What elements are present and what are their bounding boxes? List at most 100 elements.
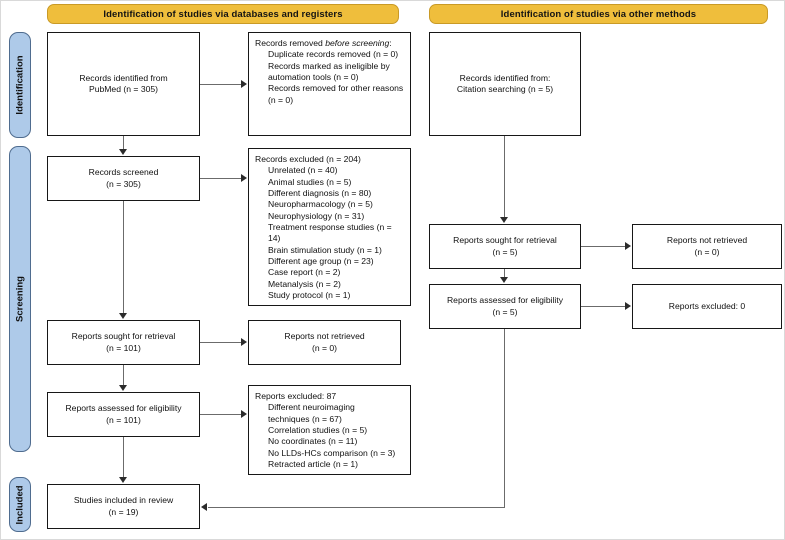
rail-screening: Screening (9, 146, 31, 452)
records-removed-item: Records marked as ineligible by (268, 60, 390, 71)
box-reports-not-retrieved-db: Reports not retrieved (n = 0) (248, 320, 401, 365)
reports-not-retrieved-db-line2: (n = 0) (311, 342, 338, 353)
records-removed-item: (n = 0) (268, 94, 294, 105)
records-excluded-item: Different diagnosis (n = 80) (268, 188, 372, 199)
reports-excluded-db-item: Correlation studies (n = 5) (268, 425, 368, 436)
connector-identified-to-removed (200, 84, 241, 85)
reports-sought-other-line1: Reports sought for retrieval (453, 235, 557, 246)
connector-assessed-to-included (123, 437, 124, 477)
banner-other-methods: Identification of studies via other meth… (429, 4, 768, 24)
connector-sought-to-assessed (123, 365, 124, 385)
reports-sought-db-line1: Reports sought for retrieval (71, 331, 176, 342)
arrowhead-sought-to-not-retrieved (241, 338, 247, 346)
reports-assessed-other-line2: (n = 5) (492, 306, 518, 317)
arrowhead-assessed-to-excluded (241, 410, 247, 418)
reports-excluded-db-item: Different neuroimaging (268, 402, 355, 413)
rail-screening-label: Screening (14, 276, 26, 322)
records-removed-item: Records removed for other reasons (268, 83, 404, 94)
records-excluded-item: Neurophysiology (n = 31) (268, 210, 365, 221)
connector-other-assessed-to-excluded (581, 306, 625, 307)
reports-sought-db-line2: (n = 101) (106, 342, 141, 353)
banner-databases-registers: Identification of studies via databases … (47, 4, 399, 24)
records-excluded-item: Neuropharmacology (n = 5) (268, 199, 373, 210)
connector-screened-to-sought (123, 201, 124, 313)
records-removed-heading: Records removed before screening: (255, 38, 404, 49)
connector-other-identified-to-sought (504, 136, 505, 217)
records-screened-line1: Records screened (88, 167, 159, 178)
connector-sought-to-not-retrieved (200, 342, 241, 343)
records-removed-item: Duplicate records removed (n = 0) (268, 49, 399, 60)
reports-excluded-db-item: techniques (n = 67) (268, 413, 342, 424)
connector-other-assessed-down (504, 329, 505, 507)
connector-identified-to-screened (123, 136, 124, 150)
arrowhead-other-identified-to-sought (500, 217, 508, 223)
records-excluded-heading: Records excluded (n = 204) (255, 154, 361, 164)
box-reports-not-retrieved-other: Reports not retrieved (n = 0) (632, 224, 782, 269)
box-reports-sought-db: Reports sought for retrieval (n = 101) (47, 320, 200, 365)
records-identified-other-line1: Records identified from: (459, 72, 551, 83)
arrowhead-other-sought-to-assessed (500, 277, 508, 283)
records-excluded-item: Study protocol (n = 1) (268, 290, 351, 301)
box-records-removed-before-screening: Records removed before screening: Duplic… (248, 32, 411, 136)
reports-assessed-db-line2: (n = 101) (106, 414, 141, 425)
box-reports-sought-other: Reports sought for retrieval (n = 5) (429, 224, 581, 269)
reports-excluded-db-item: Retracted article (n = 1) (268, 459, 359, 470)
reports-excluded-db-item: No LLDs-HCs comparison (n = 3) (268, 447, 396, 458)
box-studies-included: Studies included in review (n = 19) (47, 484, 200, 529)
studies-included-line2: (n = 19) (108, 506, 139, 517)
connector-other-sought-to-not-retrieved (581, 246, 625, 247)
arrowhead-sought-to-assessed (119, 385, 127, 391)
connector-screened-to-excluded (200, 178, 241, 179)
banner-other-label: Identification of studies via other meth… (500, 8, 697, 20)
records-identified-line1: Records identified from (79, 72, 168, 83)
reports-not-retrieved-other-line1: Reports not retrieved (666, 235, 748, 246)
records-excluded-item: Brain stimulation study (n = 1) (268, 244, 382, 255)
arrowhead-other-to-included (201, 503, 207, 511)
box-records-excluded: Records excluded (n = 204) Unrelated (n … (248, 148, 411, 306)
reports-excluded-other-line1: Reports excluded: 0 (668, 300, 746, 311)
arrowhead-other-sought-to-not-retrieved (625, 242, 631, 250)
reports-assessed-db-line1: Reports assessed for eligibility (65, 403, 182, 414)
arrowhead-identified-to-screened (119, 149, 127, 155)
box-records-identified-other: Records identified from: Citation search… (429, 32, 581, 136)
arrowhead-assessed-to-included (119, 477, 127, 483)
reports-not-retrieved-db-line1: Reports not retrieved (284, 331, 365, 342)
records-screened-line2: (n = 305) (106, 178, 141, 189)
box-reports-excluded-db: Reports excluded: 87 Different neuroimag… (248, 385, 411, 475)
banner-databases-label: Identification of studies via databases … (103, 8, 343, 20)
reports-sought-other-line2: (n = 5) (492, 246, 518, 257)
connector-assessed-to-excluded (200, 414, 241, 415)
rail-included: Included (9, 477, 31, 532)
rail-included-label: Included (14, 484, 26, 525)
connector-other-sought-to-assessed (504, 269, 505, 277)
records-excluded-item: Treatment response studies (n = 14) (268, 222, 392, 244)
records-identified-line2: PubMed (n = 305) (88, 84, 159, 94)
records-excluded-item: Case report (n = 2) (268, 267, 341, 278)
studies-included-line1: Studies included in review (73, 495, 174, 506)
box-reports-assessed-db: Reports assessed for eligibility (n = 10… (47, 392, 200, 437)
box-reports-excluded-other: Reports excluded: 0 (632, 284, 782, 329)
rail-identification-label: Identification (14, 55, 26, 115)
records-identified-other-line2: Citation searching (n = 5) (456, 84, 554, 94)
reports-excluded-db-heading: Reports excluded: 87 (255, 391, 337, 401)
reports-assessed-other-line1: Reports assessed for eligibility (446, 295, 564, 306)
reports-not-retrieved-other-line2: (n = 0) (694, 246, 720, 257)
connector-other-assessed-left (208, 507, 505, 508)
records-removed-heading-a: Records removed (255, 38, 326, 48)
records-excluded-item: Animal studies (n = 5) (268, 176, 352, 187)
reports-excluded-db-item: No coordinates (n = 11) (268, 436, 358, 447)
records-excluded-item: Unrelated (n = 40) (268, 165, 338, 176)
records-excluded-item: Metanalysis (n = 2) (268, 278, 341, 289)
box-reports-assessed-other: Reports assessed for eligibility (n = 5) (429, 284, 581, 329)
arrowhead-screened-to-sought (119, 313, 127, 319)
rail-identification: Identification (9, 32, 31, 138)
records-excluded-item: Different age group (n = 23) (268, 256, 374, 267)
records-removed-heading-c: : (389, 38, 392, 48)
arrowhead-other-assessed-to-excluded (625, 302, 631, 310)
records-removed-item: automation tools (n = 0) (268, 72, 359, 83)
records-removed-heading-em: before screening (325, 38, 390, 48)
arrowhead-screened-to-excluded (241, 174, 247, 182)
box-records-screened: Records screened (n = 305) (47, 156, 200, 201)
arrowhead-identified-to-removed (241, 80, 247, 88)
